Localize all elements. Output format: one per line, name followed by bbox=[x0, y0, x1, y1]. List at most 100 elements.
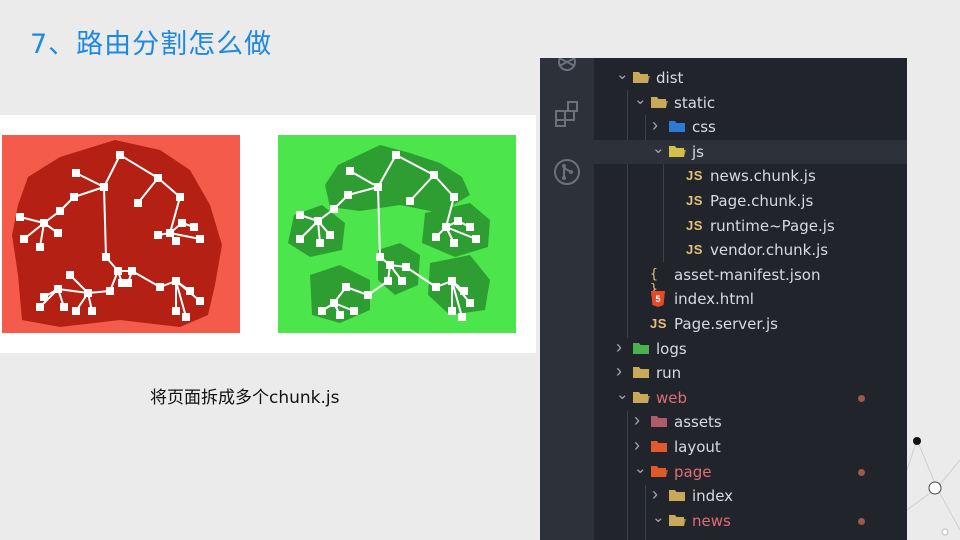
single-bundle-node bbox=[176, 193, 184, 201]
single-bundle-edge bbox=[103, 154, 121, 188]
split-chunk-edge bbox=[395, 154, 435, 176]
folder-js-icon bbox=[668, 143, 686, 161]
folder-item[interactable]: ⌄ dist bbox=[594, 66, 907, 90]
debug-icon[interactable] bbox=[553, 58, 581, 76]
split-chunk-node bbox=[344, 191, 352, 199]
single-bundle-node bbox=[72, 307, 80, 315]
single-bundle-node bbox=[20, 235, 28, 243]
activity-bar bbox=[540, 58, 594, 540]
single-bundle-node bbox=[56, 207, 64, 215]
tree-item-label: layout bbox=[674, 438, 721, 456]
folder-item[interactable]: ›css bbox=[594, 115, 907, 139]
single-bundle-node bbox=[54, 229, 62, 237]
chevron-right-icon[interactable]: › bbox=[652, 115, 658, 136]
chevron-down-icon[interactable]: ⌄ bbox=[652, 139, 665, 157]
split-chunk-edge bbox=[445, 196, 455, 228]
single-bundle-edge bbox=[103, 186, 107, 258]
folder-icon bbox=[668, 512, 686, 530]
split-chunk-node bbox=[432, 233, 440, 241]
js-file-icon: JS bbox=[686, 168, 703, 184]
split-chunk-node bbox=[346, 167, 354, 175]
chevron-right-icon[interactable]: › bbox=[616, 336, 622, 357]
chevron-down-icon[interactable]: ⌄ bbox=[652, 508, 665, 526]
tree-item-label: logs bbox=[656, 339, 687, 358]
split-chunk-node bbox=[472, 235, 480, 243]
single-bundle-node bbox=[100, 183, 108, 191]
split-chunk-node bbox=[296, 211, 304, 219]
single-bundle-edge bbox=[175, 280, 187, 318]
html-file-icon: 5 bbox=[650, 290, 668, 308]
split-chunk-node bbox=[406, 197, 414, 205]
network-decoration bbox=[907, 437, 960, 536]
split-chunk-node bbox=[450, 193, 458, 201]
extensions-icon[interactable] bbox=[553, 100, 581, 128]
chevron-down-icon[interactable]: ⌄ bbox=[634, 459, 647, 477]
split-chunk-edge bbox=[451, 280, 463, 318]
folder-item[interactable]: ⌄news bbox=[594, 509, 907, 533]
split-chunk-node bbox=[392, 151, 400, 159]
folder-item[interactable]: ›run bbox=[594, 361, 907, 385]
split-chunk-node bbox=[398, 277, 406, 285]
single-bundle-node bbox=[16, 213, 24, 221]
chevron-right-icon[interactable]: › bbox=[652, 484, 658, 505]
chevron-right-icon[interactable]: › bbox=[634, 435, 640, 455]
tree-item-label: asset-manifest.json bbox=[674, 265, 821, 284]
chevron-right-icon[interactable]: › bbox=[634, 410, 640, 431]
code-splitting-diagram bbox=[0, 115, 536, 353]
chevron-down-icon[interactable]: ⌄ bbox=[616, 66, 629, 83]
chunk-bottom-right bbox=[428, 255, 490, 315]
folder-item[interactable]: ›index bbox=[594, 484, 907, 508]
single-bundle-node bbox=[72, 169, 80, 177]
chevron-down-icon[interactable]: ⌄ bbox=[616, 385, 629, 403]
split-chunk-node bbox=[364, 291, 372, 299]
single-bundle-node bbox=[186, 287, 194, 295]
split-chunk-edge bbox=[377, 186, 381, 258]
slide-title: 7、路由分割怎么做 bbox=[30, 29, 273, 60]
single-bundle-node bbox=[166, 229, 174, 237]
diagram-svg bbox=[2, 135, 516, 333]
folder-item[interactable]: ⌄page bbox=[594, 460, 907, 484]
split-chunk-node bbox=[318, 307, 326, 315]
folder-item[interactable]: ⌄ static bbox=[594, 91, 907, 115]
indent-guide bbox=[645, 485, 646, 540]
split-chunk-node bbox=[442, 223, 450, 231]
single-bundle-node bbox=[134, 199, 142, 207]
single-bundle-node bbox=[178, 219, 186, 227]
split-chunk-node bbox=[342, 283, 350, 291]
file-item[interactable]: JS news.chunk.js bbox=[594, 164, 907, 188]
single-bundle-node bbox=[196, 235, 204, 243]
single-bundle-edge bbox=[75, 172, 105, 188]
tree-item-label: static bbox=[674, 93, 716, 112]
tree-item-label: dist bbox=[656, 69, 684, 87]
tree-item-label: vendor.chunk.js bbox=[710, 241, 829, 260]
single-bundle-node bbox=[172, 307, 180, 315]
single-bundle-node bbox=[172, 277, 180, 285]
folder-item[interactable]: ›assets bbox=[594, 410, 907, 434]
single-bundle-edge bbox=[119, 154, 159, 179]
source-control-icon[interactable] bbox=[553, 158, 581, 186]
single-bundle-node bbox=[60, 303, 68, 311]
single-bundle-node bbox=[66, 271, 74, 279]
folder-item[interactable]: ⌄js bbox=[594, 139, 907, 164]
single-bundle-node bbox=[124, 279, 132, 287]
split-chunk-node bbox=[466, 223, 474, 231]
split-chunk-node bbox=[314, 217, 322, 225]
folder-item[interactable]: › layout bbox=[594, 435, 907, 459]
single-bundle-node bbox=[106, 287, 114, 295]
indent-guide bbox=[645, 115, 646, 163]
tree-item-label: runtime~Page.js bbox=[710, 216, 835, 235]
split-chunk-node bbox=[374, 183, 382, 191]
folder-item[interactable]: ⌄web bbox=[594, 386, 907, 410]
indent-guide bbox=[663, 164, 664, 262]
file-item[interactable]: { }asset-manifest.json bbox=[594, 263, 907, 297]
chevron-right-icon[interactable]: › bbox=[616, 361, 622, 382]
caption: 将页面拆成多个chunk.js bbox=[150, 388, 340, 408]
tree-item-label: news.chunk.js bbox=[710, 167, 816, 186]
chevron-down-icon[interactable]: ⌄ bbox=[634, 90, 647, 108]
folder-item[interactable]: › logs bbox=[594, 337, 907, 361]
